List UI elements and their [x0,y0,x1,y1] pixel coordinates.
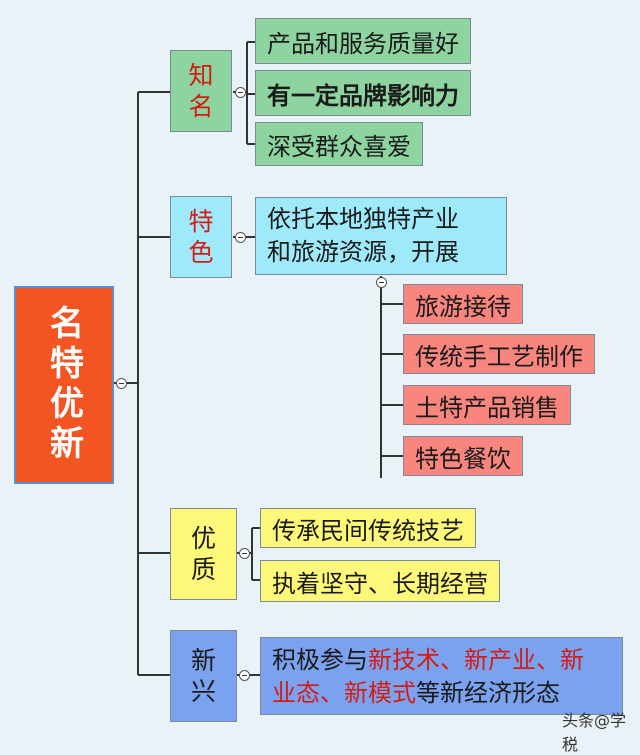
xinxing-highlight-new-model: 新模式 [344,679,416,707]
tese-description-line-2: 和旅游资源，开展 [267,238,459,266]
watermark: 头条@学税 [562,711,627,754]
xinxing-description[interactable]: 积极参与新技术、新产业、新业态、新模式等新经济形态 [260,637,623,715]
xinxing-highlight-new-prefix: 新 [560,646,584,674]
collapse-toggle-root[interactable] [116,378,127,389]
root-node[interactable]: 名特优新 [14,286,114,484]
tese-description[interactable]: 依托本地独特产业 和旅游资源，开展 [255,197,507,275]
branch-tese-label: 特色 [188,207,214,267]
collapse-toggle-tese[interactable] [235,232,246,243]
branch-xinxing-label: 新兴 [190,646,216,706]
tese-item-4[interactable]: 特色餐饮 [403,436,523,476]
youzhi-item-2[interactable]: 执着坚守、长期经营 [260,560,500,602]
xinxing-text-part-1: 积极参与 [272,646,368,674]
xinxing-text-part-2: 等新经济形态 [416,679,560,707]
branch-zhiming-label: 知名 [188,61,214,121]
tese-description-line-1: 依托本地独特产业 [267,205,459,233]
xinxing-separator-1: 、 [440,646,464,674]
xinxing-separator-2: 、 [536,646,560,674]
branch-tese[interactable]: 特色 [170,196,232,278]
branch-zhiming[interactable]: 知名 [170,50,232,132]
zhiming-item-1[interactable]: 产品和服务质量好 [255,18,471,64]
tese-item-1[interactable]: 旅游接待 [403,284,523,324]
collapse-toggle-xinxing[interactable] [239,670,250,681]
branch-youzhi[interactable]: 优质 [170,508,237,600]
tese-item-2[interactable]: 传统手工艺制作 [403,334,595,374]
xinxing-highlight-new-tech: 新技术 [368,646,440,674]
youzhi-item-1[interactable]: 传承民间传统技艺 [260,508,476,548]
branch-xinxing[interactable]: 新兴 [170,630,237,722]
xinxing-separator-3: 、 [320,679,344,707]
xinxing-highlight-new-format: 业态 [272,679,320,707]
collapse-toggle-zhiming[interactable] [235,87,246,98]
branch-youzhi-label: 优质 [190,524,216,584]
zhiming-item-3[interactable]: 深受群众喜爱 [255,122,423,166]
zhiming-item-2[interactable]: 有一定品牌影响力 [255,70,471,116]
collapse-toggle-youzhi[interactable] [239,548,250,559]
tese-item-3[interactable]: 土特产品销售 [403,385,571,425]
xinxing-highlight-new-industry: 新产业 [464,646,536,674]
collapse-toggle-tese-items[interactable] [376,277,387,288]
